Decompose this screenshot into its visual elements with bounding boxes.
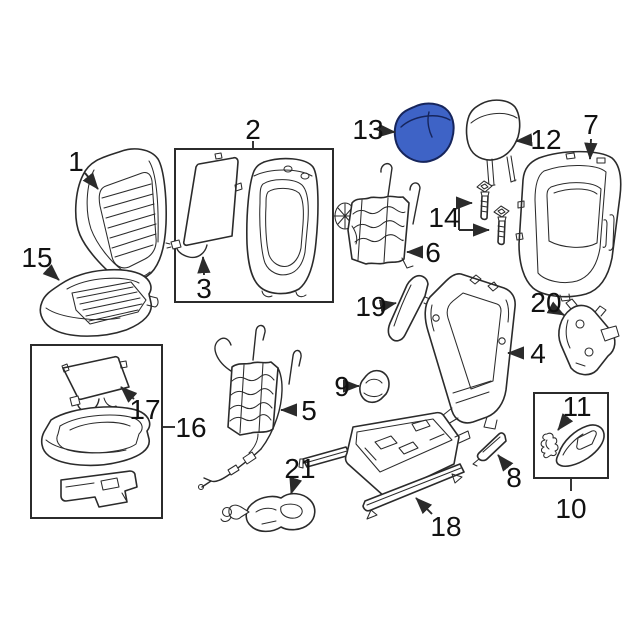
leader-arrows [42,124,598,515]
group-box-2 [165,148,334,303]
callout-1: 1 [68,146,84,177]
part-10-recliner-handle-drawing [555,424,605,467]
arrow-8 [497,454,514,472]
arrow-11 [557,413,574,431]
part-20-side-bracket-drawing [558,298,620,376]
callout-21: 21 [284,453,315,484]
part-7-seat-back-panel-drawing [515,150,622,302]
group-box-10 [533,392,609,479]
callout-2: 2 [245,114,261,145]
callout-18: 18 [430,511,461,542]
callout-5: 5 [301,395,317,426]
callout-labels: 1 2 3 4 5 6 7 8 9 10 11 12 13 14 15 16 1… [21,109,598,542]
part-11-spring-clip-drawing [540,432,559,459]
callout-8: 8 [506,462,522,493]
box-2-border [174,148,334,303]
callout-6: 6 [425,237,441,268]
callout-3: 3 [196,273,212,304]
callout-7: 7 [583,109,599,140]
part-3-seat-back-pad-drawing [165,152,243,259]
arrow-1 [82,172,99,190]
part-1-seat-back-cushion-drawing [74,148,167,284]
callout-16: 16 [175,412,206,443]
callout-13: 13 [352,114,383,145]
part-16-cushion-pad-drawing [40,406,151,467]
arrow-15 [42,264,60,281]
callout-10: 10 [555,493,586,524]
callout-12: 12 [530,124,561,155]
callout-11: 11 [562,391,591,422]
arrow-3 [197,256,211,276]
part-16-cushion-shield-drawing [60,470,138,508]
callout-4: 4 [530,338,546,369]
arrow-18 [415,497,433,515]
callout-14: 14 [428,202,459,233]
callout-20: 20 [530,287,561,318]
box-16-border [30,344,163,519]
part-18-seat-track-drawing [298,411,471,520]
callout-9: 9 [334,371,350,402]
group-box-16 [30,344,163,519]
arrow-20 [546,301,565,316]
arrow-13 [378,124,396,138]
part-2-seat-back-cover-drawing [246,157,319,298]
arrow-21 [289,476,303,495]
part-12-headrest-drawing [465,99,521,187]
part-17-cushion-heat-mat-drawing [61,355,130,412]
arrow-19 [378,299,397,313]
part-9-recliner-cover-drawing [359,369,390,404]
part-8-track-trim-drawing [472,432,507,467]
part-21-lumbar-assembly-drawing [220,492,316,533]
callout-15: 15 [21,242,52,273]
part-15-seat-cushion-drawing [39,268,159,337]
callout-17: 17 [129,394,160,425]
part-14-headrest-guides-drawing [476,180,510,246]
arrow-7 [584,138,598,160]
part-19-side-shield-drawing [387,275,431,342]
part-4-seat-back-frame-drawing [424,273,516,430]
part-6-seat-back-suspension-drawing [333,162,421,269]
part-13-headrest-highlighted-drawing [393,102,455,163]
arrow-17 [120,386,138,403]
callout-19: 19 [355,291,386,322]
part-5-suspension-mat-drawing [197,324,302,491]
arrow-12 [515,133,533,147]
